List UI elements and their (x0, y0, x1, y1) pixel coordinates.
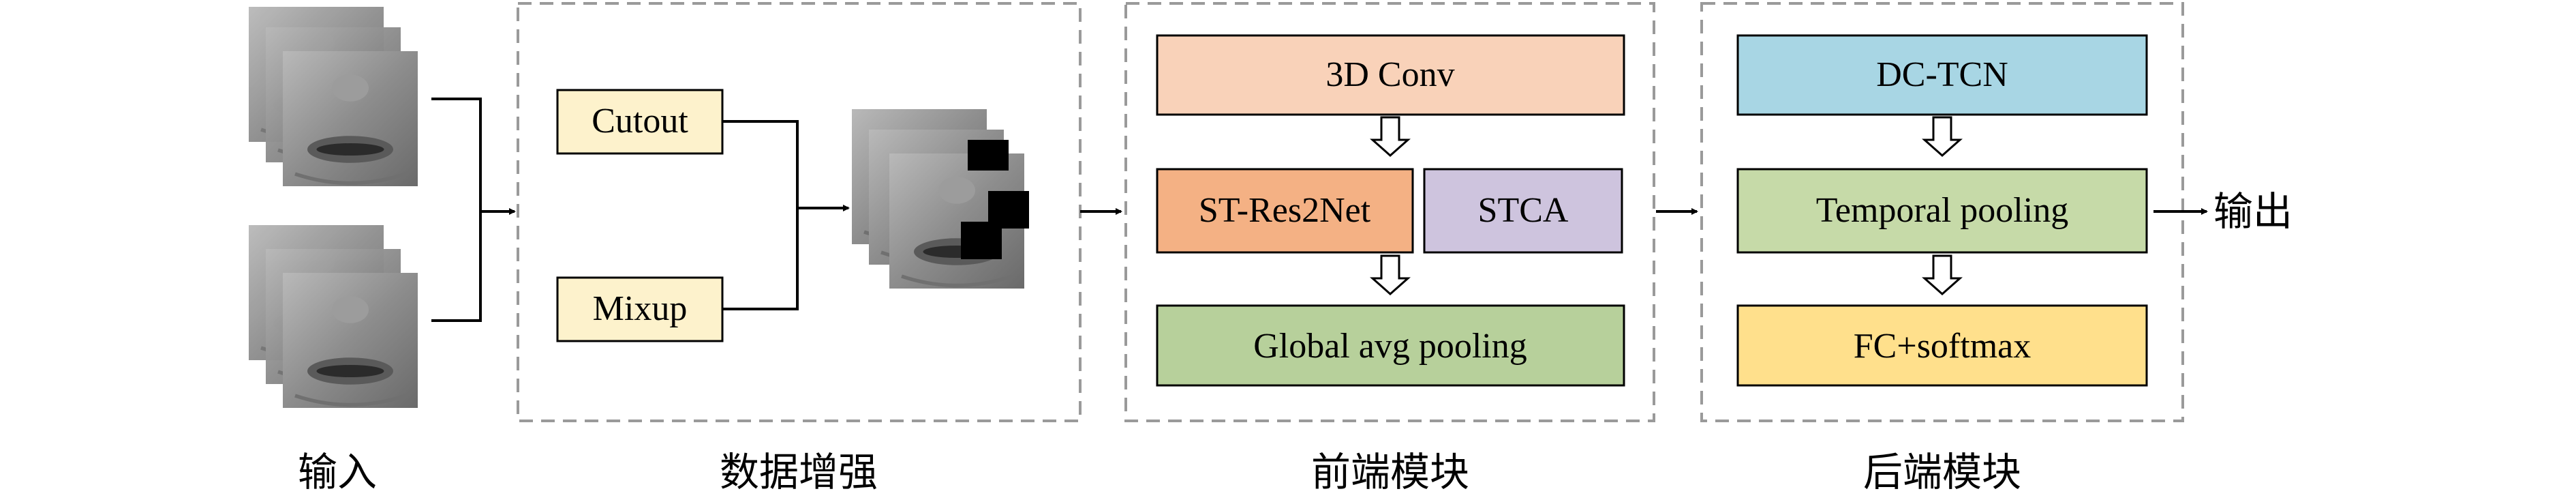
input-face-stack-top (249, 7, 418, 186)
stca-box (1423, 168, 1623, 254)
temporal-pooling-label: Temporal pooling (1816, 191, 2068, 230)
conv3d-label: 3D Conv (1325, 55, 1454, 94)
input-connector (431, 98, 516, 322)
cutout-label: Cutout (592, 102, 688, 141)
fc-softmax-box (1736, 304, 2148, 387)
frontend-arrow-2 (1370, 254, 1411, 296)
stca-label: STCA (1478, 191, 1569, 230)
fc-softmax-label: FC+softmax (1854, 327, 2031, 366)
global-avg-pooling-label: Global avg pooling (1253, 327, 1527, 366)
input-caption: 输入 (298, 449, 377, 495)
st-res2net-label: ST-Res2Net (1199, 191, 1371, 230)
frontend-arrow-1 (1370, 116, 1411, 158)
backend-caption: 后端模块 (1863, 449, 2021, 495)
output-label: 输出 (2213, 188, 2293, 235)
mixup-box (556, 276, 724, 342)
st-res2net-box (1156, 168, 1414, 254)
augmented-face-stack (852, 109, 1029, 289)
frontend-caption: 前端模块 (1311, 449, 1469, 495)
conv3d-box (1156, 34, 1625, 116)
input-face-stack-bottom (249, 225, 418, 408)
augment-caption: 数据增强 (720, 449, 878, 495)
backend-arrow-1 (1922, 116, 1963, 158)
dc-tcn-label: DC-TCN (1876, 55, 2008, 94)
dc-tcn-box (1736, 34, 2148, 116)
global-avg-pooling-box (1156, 304, 1625, 387)
backend-arrow-2 (1922, 254, 1963, 296)
augment-connector (722, 120, 850, 310)
frontend-module-border (1124, 2, 1655, 422)
temporal-pooling-box (1736, 168, 2148, 254)
mixup-label: Mixup (593, 289, 688, 328)
